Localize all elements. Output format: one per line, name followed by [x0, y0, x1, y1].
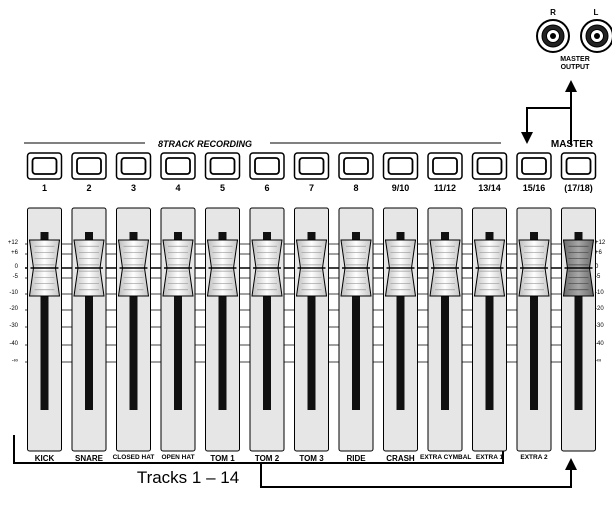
fader-label: CRASH [386, 454, 415, 463]
fader-slot [307, 232, 316, 410]
scale-label-left: +6 [11, 250, 18, 256]
fader-label: KICK [34, 454, 55, 463]
fader-label: EXTRA 1 [475, 454, 504, 461]
scale-label-right: -10 [595, 290, 604, 296]
route-line [526, 107, 571, 136]
scale-label-right: 0 [595, 264, 599, 270]
scale-label-right: +6 [595, 250, 602, 256]
track-number: 4 [175, 183, 181, 193]
section-title: 8TRACK RECORDING [157, 139, 252, 149]
scale-label-left: -10 [9, 290, 18, 296]
track-button-inner [254, 157, 280, 175]
fader-slot [485, 232, 494, 410]
scale-label-right: +12 [595, 240, 606, 246]
fader-slot [85, 232, 93, 410]
track-button-inner [31, 157, 58, 175]
scale-label-left: +12 [7, 240, 18, 246]
scale-label-left: -30 [9, 323, 18, 329]
track-button-inner [298, 157, 325, 175]
track-button-inner [476, 157, 503, 175]
track-number: (17/18) [564, 183, 593, 193]
track-button-inner [120, 157, 147, 175]
master-output-label-line1: MASTER [560, 56, 590, 63]
fader-label: OPEN HAT [161, 454, 195, 461]
master-title: MASTER [550, 139, 594, 150]
fader-label: RIDE [346, 454, 366, 463]
track-button-inner [432, 157, 458, 175]
track-button-inner [521, 157, 547, 175]
fader-slot [352, 232, 360, 410]
scale-label-left: -5 [12, 274, 18, 280]
track-number: 5 [219, 183, 225, 193]
track-number: 11/12 [433, 183, 457, 193]
scale-label-right: -∞ [595, 358, 602, 364]
fader-label: CLOSED HAT [112, 454, 155, 461]
jack-l-icon [580, 19, 612, 53]
track-number: 8 [353, 183, 359, 193]
tracks-route-arrowhead [565, 458, 577, 470]
jack-l-label: L [593, 8, 599, 17]
scale-label-left: -40 [9, 341, 18, 347]
jack-r-icon-pin [550, 33, 556, 39]
fader-label: EXTRA 2 [520, 454, 548, 461]
fader-slot [174, 232, 182, 410]
fader-slot [574, 232, 583, 410]
master-up-arrowhead [565, 80, 577, 92]
jack-l-icon-pin [594, 33, 600, 39]
fader-label: TOM 1 [210, 454, 235, 463]
track-number: 2 [86, 183, 92, 193]
track-button-inner [165, 157, 191, 175]
route-arrowhead [521, 132, 533, 144]
fader-slot [263, 232, 271, 410]
scale-label-left: 0 [14, 264, 18, 270]
fader-label: SNARE [74, 454, 103, 463]
scale-label-left: -∞ [11, 358, 18, 364]
master-output-label-line2: OUTPUT [560, 64, 590, 71]
jack-r-label: R [550, 8, 556, 17]
scale-label-right: -40 [595, 341, 604, 347]
track-button-inner [209, 157, 236, 175]
fader-label: TOM 2 [254, 454, 280, 463]
scale-label-left: -20 [9, 306, 18, 312]
fader-slot [530, 232, 538, 410]
track-number: 13/14 [478, 183, 501, 193]
tracks-route-line [260, 463, 572, 488]
track-number: 1 [41, 183, 47, 193]
scale-label-right: -5 [595, 274, 601, 280]
fader-slot [129, 232, 138, 410]
fader-slot [218, 232, 227, 410]
track-number: 6 [264, 183, 270, 193]
tracks-label: Tracks 1 – 14 [136, 468, 240, 487]
track-button-inner [343, 157, 369, 175]
track-button-inner [76, 157, 102, 175]
fader-label: EXTRA CYMBAL [420, 454, 472, 461]
scale-label-right: -20 [595, 306, 604, 312]
fader-slot [441, 232, 449, 410]
jack-r-icon [536, 19, 570, 53]
track-number: 9/10 [391, 183, 410, 193]
track-button-inner [565, 157, 592, 175]
fader-slot [40, 232, 49, 410]
track-number: 3 [130, 183, 136, 193]
track-number: 7 [308, 183, 314, 193]
track-button-inner [387, 157, 414, 175]
track-number: 15/16 [522, 183, 546, 193]
fader-label: TOM 3 [299, 454, 324, 463]
fader-slot [396, 232, 405, 410]
scale-label-right: -30 [595, 323, 604, 329]
